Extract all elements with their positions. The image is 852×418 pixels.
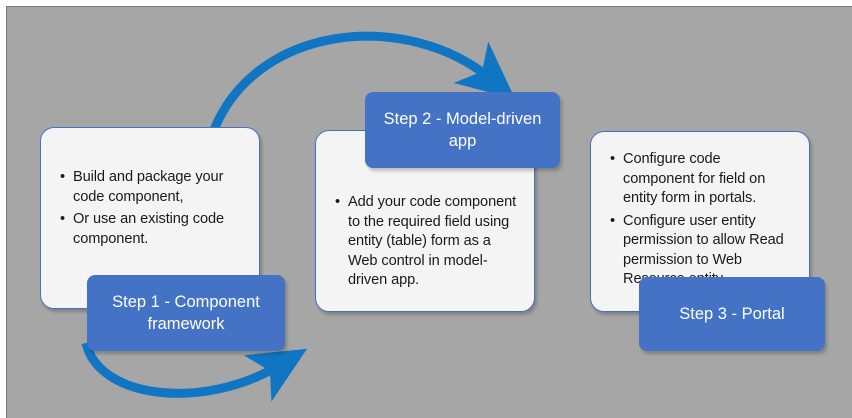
step-1-bullet-list: Build and package your code component, O… <box>57 168 243 249</box>
step-2-label: Step 2 - Model-driven app <box>365 92 560 168</box>
list-item: Build and package your code component, <box>60 168 243 207</box>
list-item: Or use an existing code component. <box>60 210 243 249</box>
list-item: Add your code component to the required … <box>335 193 518 291</box>
step-2-bullet-list: Add your code component to the required … <box>332 193 518 291</box>
step-3-label: Step 3 - Portal <box>639 277 825 351</box>
step-3-bullet-list: Configure code component for field on en… <box>607 150 793 290</box>
list-item: Configure code component for field on en… <box>610 150 793 209</box>
step-1-detail-card: Build and package your code component, O… <box>40 127 260 309</box>
list-item: Configure user entity permission to allo… <box>610 212 793 290</box>
diagram-canvas: Build and package your code component, O… <box>6 6 852 418</box>
step-1-label: Step 1 - Component framework <box>87 275 285 351</box>
